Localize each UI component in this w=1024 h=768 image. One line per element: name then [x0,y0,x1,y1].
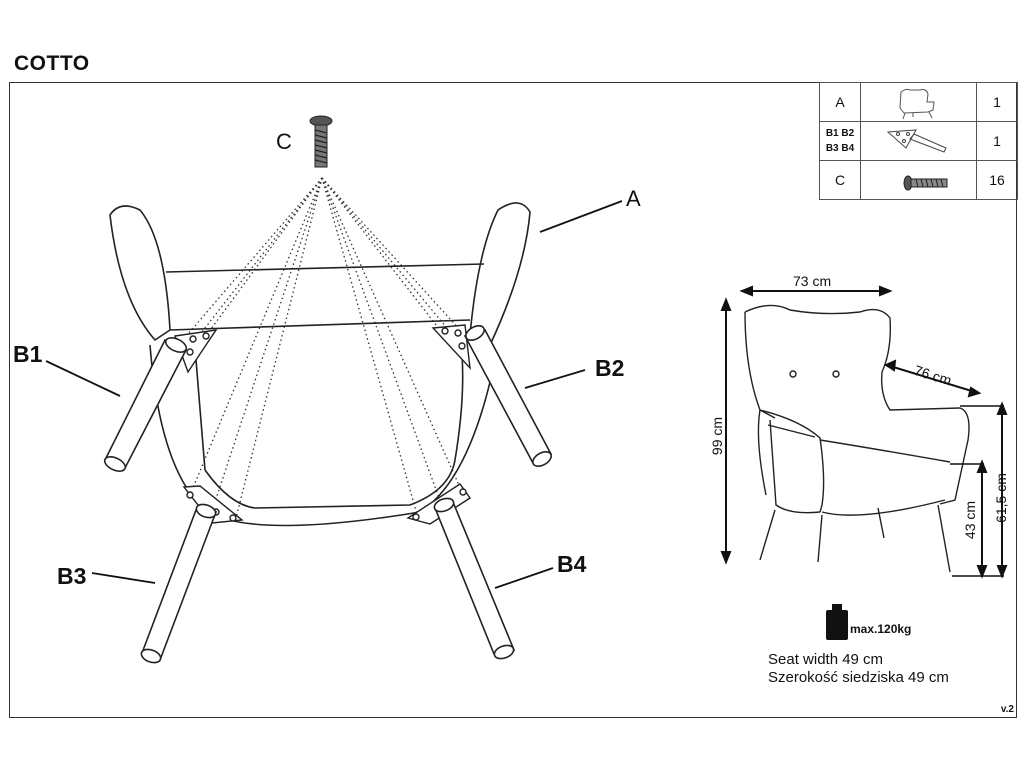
parts-row: A 1 [819,82,1018,122]
part-code-line: B3 B4 [825,143,855,154]
armrest-height-dimension: 61,5 cm [993,473,1009,523]
dimension-arrows [720,285,1008,579]
part-quantity: 16 [976,160,1018,200]
leg-b1 [103,337,188,472]
page-title: COTTO [14,52,90,75]
chair-legs [103,324,553,664]
fastening-guide-lines [187,177,463,519]
seat-width-en: Seat width 49 cm [768,651,884,668]
screw-label: C [276,129,292,154]
seat-height-dimension: 43 cm [962,500,978,540]
leg-b4 [433,497,516,660]
parts-row: B1 B2 B3 B4 1 [819,121,1018,161]
width-dimension: 73 cm [793,273,832,289]
height-dimension: 99 cm [709,416,725,456]
parts-row: C 16 [819,160,1018,200]
part-image-cell [860,82,977,122]
leg-b3-label: B3 [57,563,87,589]
leg-b2 [463,324,553,468]
seat-width-pl: Szerokość siedziska 49 cm [768,669,949,686]
weight-icon [826,604,848,640]
leg-b4-label: B4 [557,551,587,577]
chair-seat-outline [109,202,531,527]
max-load-label: max.120kg [850,622,912,636]
screw-c-icon [309,115,333,168]
leg-b1-label: B1 [13,341,43,367]
armchair-dimension-drawing [744,304,970,573]
part-code: C [819,160,861,200]
part-code: A [819,82,861,122]
leg-b3 [140,503,218,664]
part-quantity: 1 [976,121,1018,161]
parts-list-table: A 1 B1 B2 B3 B4 1 C 16 [819,82,1018,200]
seat-width-note: Seat width 49 cm Szerokość siedziska 49 … [768,651,949,687]
part-code: B1 B2 B3 B4 [819,121,861,161]
part-image-cell [860,121,977,161]
version-label: v.2 [1000,704,1014,715]
leg-b2-label: B2 [595,355,625,381]
diagram-frame [9,82,1017,718]
leg-brackets [174,324,471,525]
seat-label: A [626,186,641,211]
part-image-cell [860,160,977,200]
part-quantity: 1 [976,82,1018,122]
part-code-line: B1 B2 [825,128,855,139]
label-leader-lines [45,200,623,589]
